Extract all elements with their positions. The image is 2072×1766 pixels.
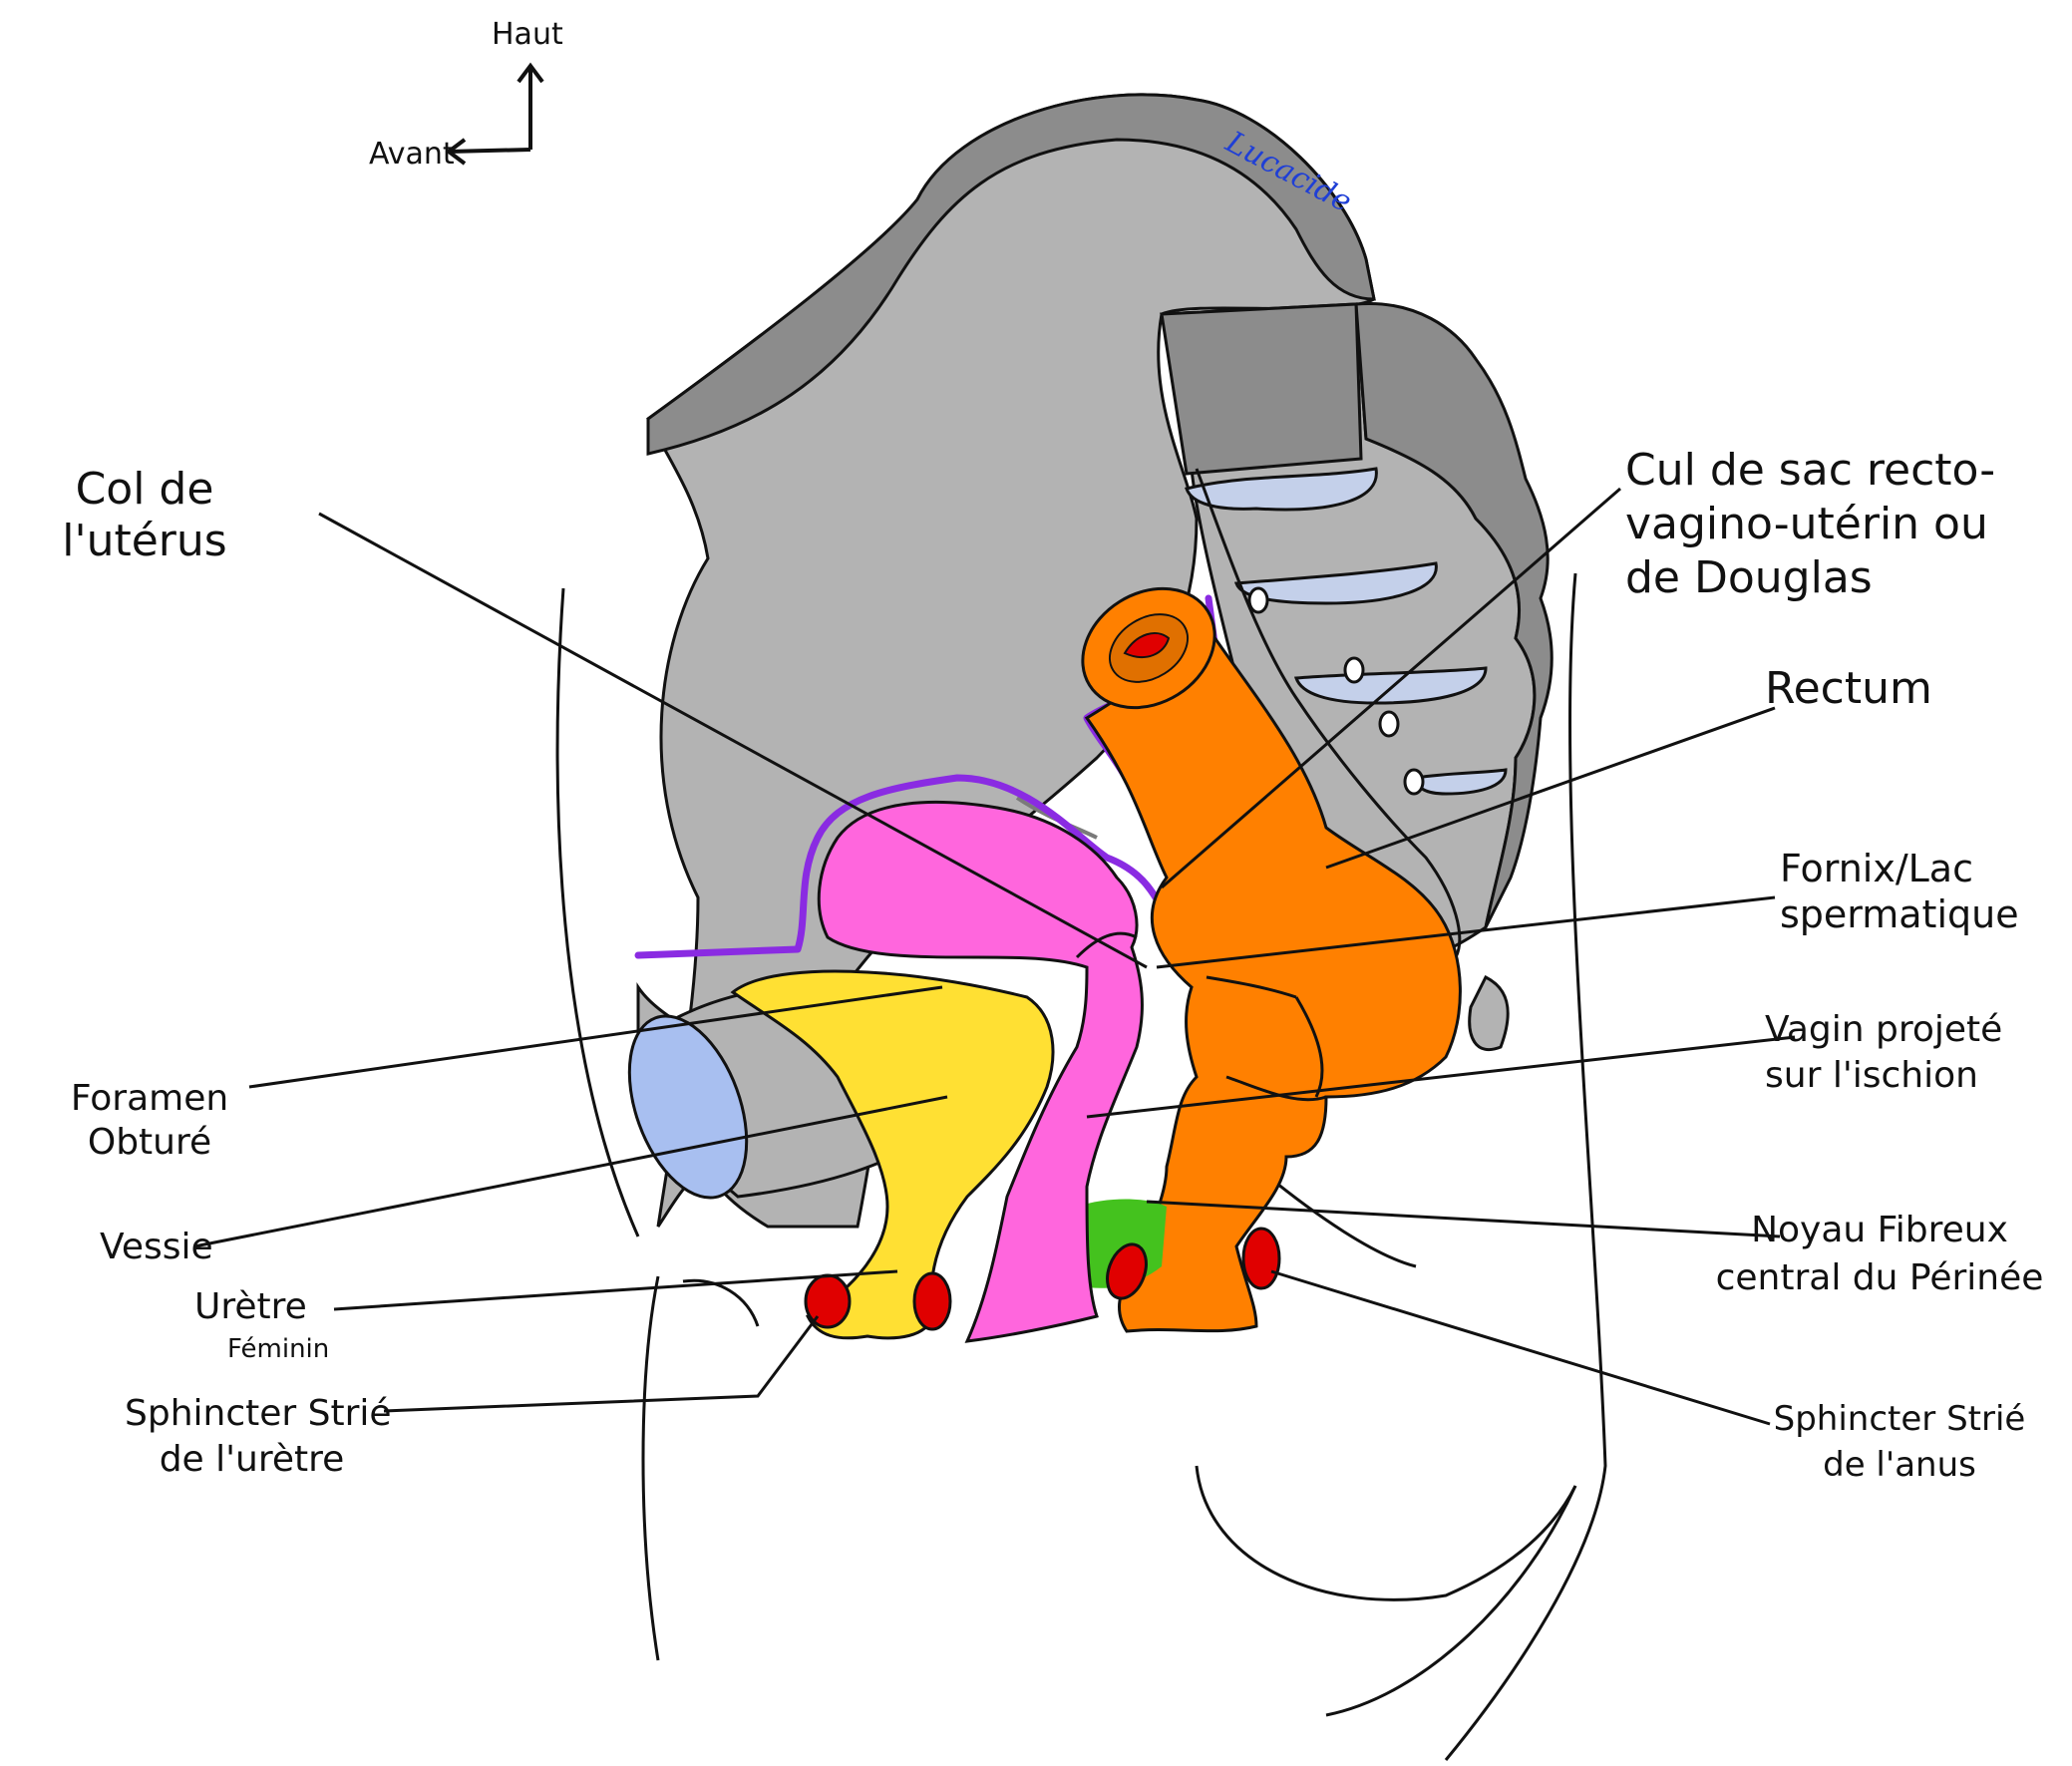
leader-sphincter-uretre <box>384 1316 818 1411</box>
anal-sphincter-back <box>1243 1229 1279 1288</box>
gluteal-fold <box>1326 1486 1575 1715</box>
label-rectum: Rectum <box>1765 663 1932 715</box>
label-sphincter-anus: Sphincter Strié de l'anus <box>1770 1396 2029 1488</box>
label-noyau: Noyau Fibreux central du Périnée <box>1690 1207 2069 1302</box>
urethral-sphincter-front <box>806 1275 850 1327</box>
front-arrow <box>449 150 530 152</box>
label-uretre-sub: Féminin <box>227 1334 329 1364</box>
label-vagin: Vagin projeté sur l'ischion <box>1765 1007 2002 1099</box>
label-col-uterus: Col de l'utérus <box>20 464 269 567</box>
label-sphincter-uretre: Sphincter Strié de l'urètre <box>125 1391 379 1483</box>
orientation-front-label: Avant <box>369 140 455 170</box>
l5-vertebra <box>1162 304 1361 474</box>
label-cul-de-sac: Cul de sac recto- vagino-utérin ou de Do… <box>1625 444 1995 605</box>
coccyx <box>1470 977 1508 1050</box>
label-foramen: Foramen Obturé <box>55 1077 244 1165</box>
orientation-up-label: Haut <box>492 20 563 50</box>
urethral-sphincter-back <box>914 1273 950 1329</box>
orientation-arrows <box>449 66 542 164</box>
labia-fold <box>683 1280 758 1326</box>
anterior-thigh-line <box>557 588 638 1236</box>
label-uretre: Urètre <box>194 1281 307 1333</box>
label-fornix: Fornix/Lac spermatique <box>1780 846 2019 937</box>
label-vessie: Vessie <box>100 1222 213 1273</box>
anterior-thigh-line-2 <box>643 1276 658 1660</box>
